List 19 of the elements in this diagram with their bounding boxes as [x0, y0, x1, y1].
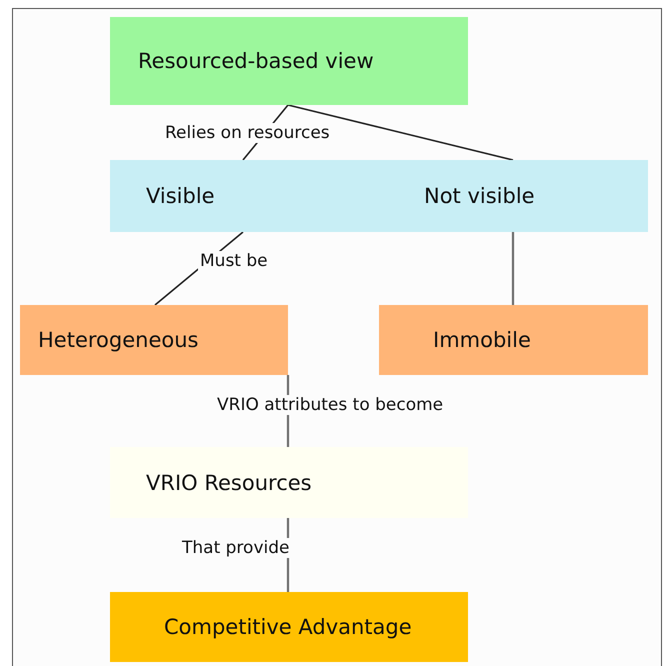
- connector-line: [512, 232, 514, 305]
- process-box: [110, 592, 468, 662]
- node-label: Resourced-based view: [138, 49, 374, 73]
- node-label: Heterogeneous: [38, 328, 198, 352]
- node-label: Not visible: [424, 184, 535, 208]
- process-box: [110, 160, 380, 232]
- node-label: Visible: [146, 184, 215, 208]
- edge-label: Must be: [198, 251, 270, 271]
- node-label: VRIO Resources: [146, 470, 312, 494]
- edge-label: That provide: [180, 538, 292, 558]
- process-box: [110, 17, 468, 105]
- process-box: [110, 447, 468, 518]
- connector-line: [288, 104, 514, 161]
- node-label: Immobile: [433, 328, 531, 352]
- node-label: Competitive Advantage: [164, 615, 412, 639]
- edge-label: VRIO attributes to become: [215, 395, 446, 415]
- process-box: [20, 305, 288, 375]
- process-box: [380, 160, 648, 232]
- process-box: [379, 305, 648, 375]
